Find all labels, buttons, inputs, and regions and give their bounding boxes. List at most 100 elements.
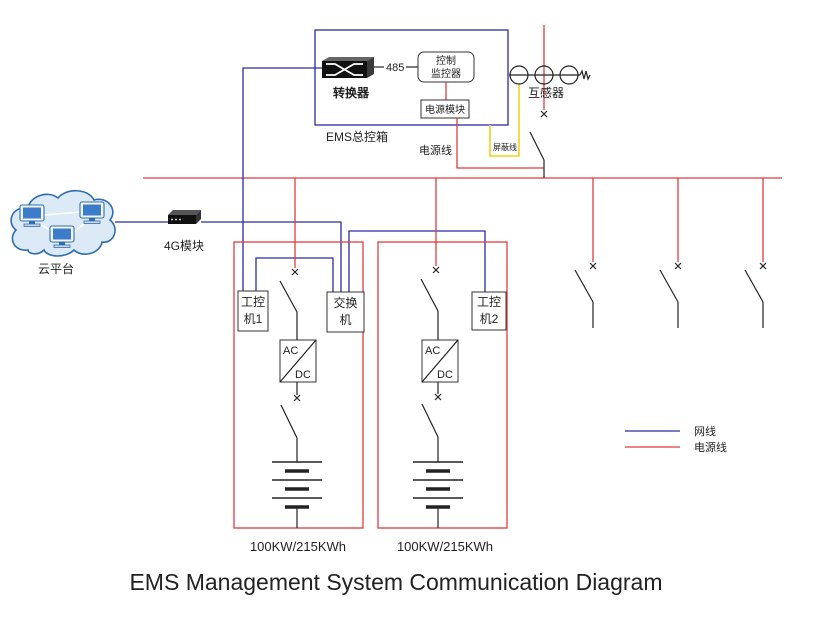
converter: 转换器 [322, 57, 374, 100]
converter-icon-arrows [326, 63, 363, 76]
legend-network-label: 网线 [694, 424, 716, 438]
feeder-breaker-x-icon [589, 262, 597, 270]
ipc-box [471, 291, 507, 331]
ac-switch-blade [420, 278, 439, 312]
ems-cabinet-outline [314, 29, 509, 126]
control-monitor-label-line1: 控制 [436, 54, 456, 67]
feeder-branch [659, 178, 682, 328]
ac-breaker-x-icon [432, 266, 440, 274]
power-module-label: 电源模块 [425, 103, 465, 116]
pcs-dc-label: DC [295, 369, 311, 381]
ems-control-cabinet: EMS总控箱 转换器 485 控制 监控器 电源模块 [314, 29, 509, 144]
pcs-diagonal [421, 339, 459, 383]
network-switch-box [326, 291, 365, 333]
grid-breaker-x-icon [540, 110, 548, 118]
legend-power-label: 电源线 [694, 440, 727, 454]
modem-led [179, 218, 181, 221]
legend: 网线 电源线 [625, 424, 727, 454]
transformer-coil-middle [534, 65, 554, 85]
network-switch-label-line1: 交换 [333, 295, 357, 310]
modem-4g: 4G模块 [164, 210, 204, 253]
modem-label: 4G模块 [164, 239, 204, 253]
modem-icon [168, 210, 201, 224]
network-switch: 交换 机 [326, 291, 365, 333]
cloud-platform-label: 云平台 [38, 261, 74, 276]
cloud-platform: 云平台 [10, 189, 116, 276]
shield-line [489, 84, 520, 157]
ac-switch-blade [279, 280, 298, 313]
computer-stand [59, 242, 65, 245]
transformer-ground-zigzag [579, 69, 591, 81]
ac-dc-converter-icon: AC DC [279, 339, 317, 383]
feeder-switch-blade [659, 269, 679, 303]
switch-to-ipc2-line [348, 230, 486, 292]
computer-stand [89, 218, 95, 221]
battery-cabinet-outline [233, 241, 364, 529]
modem-icon-side [196, 210, 201, 224]
control-monitor-label-line2: 监控器 [431, 67, 461, 80]
ipc-label-line1: 工控 [241, 295, 265, 309]
computer-base [83, 220, 101, 224]
feeder-breaker-x-icon [674, 262, 682, 270]
battery-icon [272, 461, 322, 509]
feeder-breaker-x-icon [759, 262, 767, 270]
computer-screen [53, 228, 71, 240]
ipc-2: 工控 机2 [471, 291, 507, 331]
battery-cabinet-outline [377, 241, 508, 529]
converter-to-ipc1-line [242, 67, 322, 291]
computer-base [53, 244, 71, 248]
grid-switch-blade [529, 131, 545, 161]
computer-screen [23, 207, 41, 219]
figure-caption: EMS Management System Communication Diag… [129, 569, 662, 595]
ipc-box [237, 290, 269, 332]
modem-to-switch-line [201, 221, 342, 292]
modem-led [171, 218, 173, 221]
rs485-label: 485 [386, 62, 404, 74]
ipc-label-line2: 机2 [480, 312, 499, 326]
dc-breaker-x-icon [293, 394, 301, 402]
dc-switch-blade [280, 404, 298, 439]
transformer-label: 互感器 [528, 85, 564, 100]
current-transformer-icon [509, 25, 591, 110]
transformer-coil-right [559, 65, 579, 85]
control-monitor: 控制 监控器 [417, 51, 475, 83]
ipc-1: 工控 机1 [237, 290, 269, 332]
feeder-switch-blade [744, 269, 764, 303]
pcs-ac-label: AC [425, 345, 440, 357]
feeder-branch [574, 178, 597, 328]
cabinet-2-capacity: 100KW/215KWh [397, 539, 493, 554]
computer-icon [79, 201, 105, 224]
pcs-diagonal [279, 339, 317, 383]
modem-icon-top [168, 210, 201, 215]
computer-stand [29, 221, 35, 224]
converter-icon [322, 57, 374, 78]
power-module-box [420, 99, 470, 119]
pcs-dc-label: DC [437, 369, 453, 381]
ems-cabinet-label: EMS总控箱 [326, 129, 388, 144]
ac-dc-converter-icon: AC DC [421, 339, 459, 383]
computer-base [23, 223, 41, 227]
network-switch-label-line2: 机 [339, 313, 351, 327]
ems-power-line-label: 电源线 [419, 143, 452, 157]
converter-icon-top [322, 57, 374, 61]
rs485-link: 485 [374, 62, 418, 74]
modem-icon-front [168, 215, 196, 224]
feeder-switch-blade [574, 269, 594, 303]
battery-cabinet-2: 工控 机2 AC DC [377, 178, 508, 529]
dc-breaker-x-icon [434, 393, 442, 401]
pcs-ac-label: AC [283, 345, 298, 357]
computer-icon [19, 204, 45, 227]
converter-icon-side [367, 57, 374, 78]
ems-power-feed-line [456, 118, 544, 169]
transformer-coil-left [509, 65, 529, 85]
feeder-branch [744, 178, 767, 328]
shield-line-label: 屏蔽线 [493, 142, 517, 152]
modem-led [175, 218, 177, 221]
ipc-label-line2: 机1 [244, 312, 263, 326]
ipc-label-line1: 工控 [477, 295, 501, 309]
computer-icon [49, 225, 75, 248]
battery-cabinet-1: 工控 机1 交换 机 AC DC [233, 178, 365, 529]
cabinet-1-capacity: 100KW/215KWh [250, 539, 346, 554]
